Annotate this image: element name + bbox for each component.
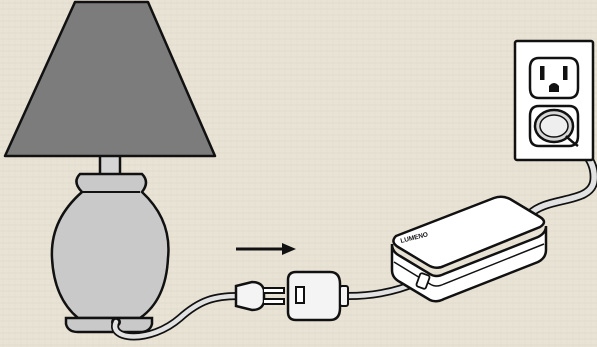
lamp-plug: [234, 280, 285, 312]
plug-prong-top: [264, 287, 285, 294]
timer-cord-socket: [286, 270, 349, 322]
plug-prong-bottom: [264, 298, 285, 305]
lampshade: [3, 0, 217, 158]
outlet-receptacle-bottom: [528, 104, 580, 148]
right-arrow-icon: [236, 243, 296, 255]
lamp-neck: [98, 152, 122, 178]
outlet-receptacle-top: [528, 56, 580, 100]
wall-outlet: [513, 39, 595, 162]
timer-device: LUMENO: [390, 195, 548, 303]
timer-top-face: [392, 195, 546, 269]
